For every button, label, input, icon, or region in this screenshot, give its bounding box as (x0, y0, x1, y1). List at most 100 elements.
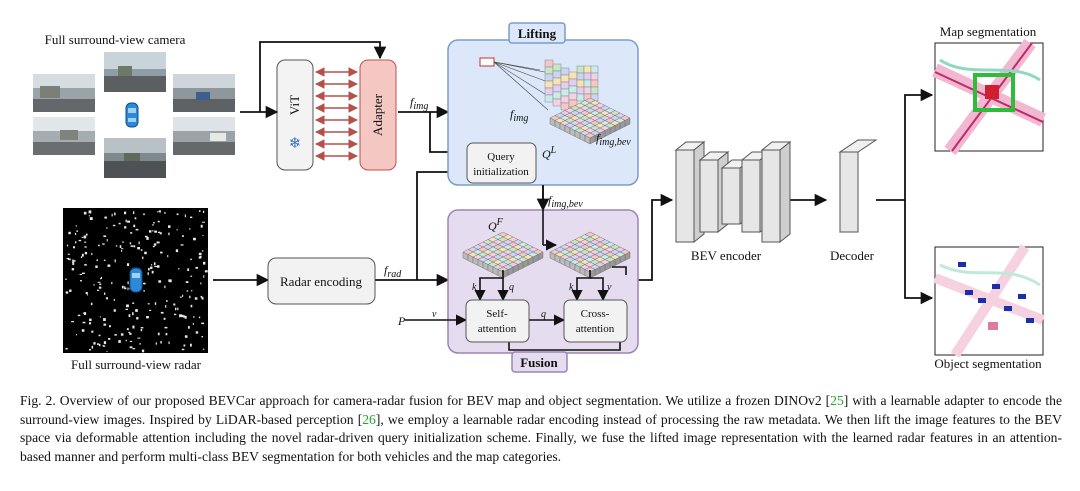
f-img-label: fimg (410, 95, 428, 112)
radar-point (122, 241, 124, 243)
map-segmentation-image (932, 38, 1046, 156)
radar-point (141, 349, 145, 353)
radar-point (103, 259, 106, 261)
radar-point (97, 281, 101, 283)
camera-images (33, 52, 235, 178)
radar-point (203, 210, 205, 213)
radar-point (132, 348, 136, 350)
radar-point (185, 281, 189, 283)
radar-point (98, 334, 101, 337)
camera-image-front (104, 52, 166, 92)
radar-point (88, 210, 92, 214)
radar-point (73, 246, 75, 249)
radar-point (126, 304, 129, 308)
radar-point (182, 235, 184, 237)
image-feature-pillars (544, 59, 599, 115)
caption-text-2: ] with a learnable adapter to encode the… (20, 393, 1062, 427)
radar-point (190, 343, 192, 347)
radar-point (111, 282, 113, 285)
pillar-cell (552, 63, 562, 72)
radar-point (165, 333, 168, 336)
radar-point (202, 348, 205, 350)
caption-text-1: Fig. 2. Overview of our proposed BEVCar … (20, 393, 831, 408)
radar-point (103, 345, 106, 347)
radar-point (72, 262, 75, 265)
radar-point (103, 341, 107, 345)
radar-point (98, 244, 100, 247)
pillar-cell (576, 86, 585, 95)
radar-point (153, 243, 157, 246)
radar-point (113, 298, 115, 301)
radar-point (126, 328, 129, 331)
object-segmentation-image (933, 244, 1045, 358)
encoder-slab (741, 159, 761, 233)
radar-point (89, 322, 92, 325)
radar-point (133, 245, 136, 248)
radar-point (82, 272, 85, 274)
radar-point (166, 300, 168, 302)
radar-point (193, 237, 196, 241)
radar-encoding-block: Radar encoding (267, 257, 376, 305)
radar-point (93, 342, 96, 345)
radar-point (154, 302, 157, 305)
radar-point (74, 232, 77, 235)
radar-point (105, 297, 108, 300)
radar-point (83, 235, 87, 239)
radar-point (83, 312, 87, 315)
radar-point (160, 311, 164, 314)
radar-point (127, 263, 130, 266)
radar-point (186, 290, 189, 292)
query-init-label-1: Query (487, 151, 515, 163)
radar-point (176, 229, 178, 231)
pillar-cell (568, 85, 578, 94)
figure-caption: Fig. 2. Overview of our proposed BEVCar … (20, 392, 1062, 466)
radar-point (143, 282, 146, 285)
radar-point (154, 230, 157, 233)
map-seg-title: Map segmentation (940, 24, 1037, 39)
radar-point (137, 337, 141, 339)
radar-point (78, 239, 82, 242)
citation-link-26[interactable]: 26 (362, 411, 376, 427)
radar-point (129, 346, 133, 349)
radar-point (132, 325, 135, 329)
radar-point (84, 246, 87, 248)
k-label-2: k (569, 282, 574, 293)
radar-point (200, 295, 203, 298)
radar-point (140, 329, 143, 332)
radar-point (201, 336, 203, 338)
self-attention-block: Self- attention (465, 299, 530, 343)
camera-image-back (104, 138, 166, 178)
radar-point (182, 294, 184, 297)
radar-point (198, 256, 202, 259)
radar-point (132, 302, 135, 304)
fusion-title: Fusion (520, 355, 558, 370)
radar-point (120, 333, 124, 336)
pillar-cell (576, 72, 585, 81)
radar-point (86, 294, 89, 296)
radar-point (103, 323, 107, 326)
radar-point (142, 256, 144, 260)
pillar-cell (568, 71, 578, 80)
radar-point (75, 241, 77, 244)
radar-point (163, 317, 166, 320)
radar-point (76, 230, 78, 232)
radar-point (106, 350, 108, 352)
lifting-title: Lifting (518, 26, 557, 41)
citation-link-25[interactable]: 25 (830, 393, 844, 408)
radar-point (173, 313, 177, 316)
radar-point (65, 278, 67, 280)
radar-point (203, 261, 206, 265)
radar-point (143, 213, 145, 216)
radar-point (75, 334, 78, 336)
radar-point (127, 220, 130, 223)
radar-point (138, 241, 140, 245)
radar-point (136, 317, 139, 320)
radar-point (100, 276, 102, 279)
radar-point (124, 226, 127, 229)
radar-point (153, 222, 155, 224)
bev-encoder-block (674, 140, 792, 244)
radar-point (107, 264, 111, 267)
radar-point (187, 268, 190, 271)
radar-point (184, 214, 186, 218)
radar-point (98, 343, 101, 347)
